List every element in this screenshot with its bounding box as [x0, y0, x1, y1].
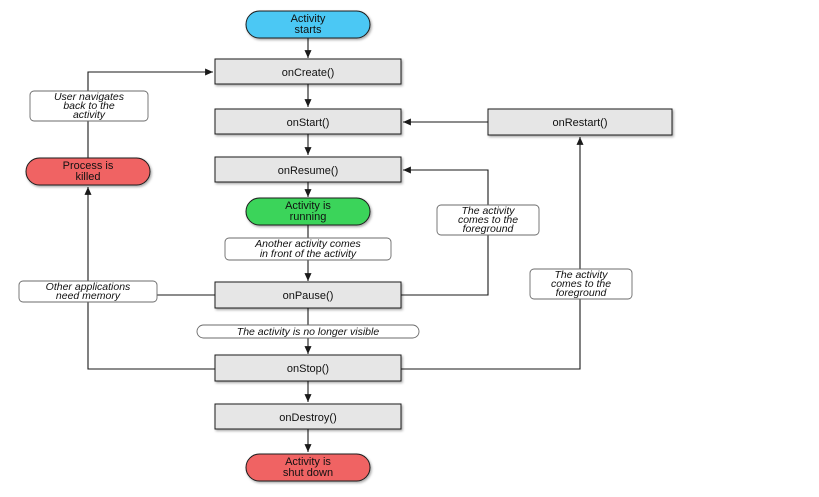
onrestart-box: onRestart(): [487, 108, 673, 136]
activity-starts-node: Activity starts: [245, 10, 371, 39]
arrow-onstop-to-onrestart: [401, 137, 584, 370]
note-foreground-2-line-1: The activity: [554, 269, 608, 281]
note-other-apps-need-memory: Other applications need memory: [18, 280, 158, 303]
note-foreground-1-line-2: comes to the: [458, 214, 518, 226]
onstart-box: onStart(): [214, 108, 402, 135]
note-user-navigates-back-line-1: User navigates: [54, 91, 125, 103]
onstop-box: onStop(): [214, 354, 402, 382]
activity-starts-line-1: Activity: [291, 13, 326, 25]
arrow-killed-to-oncreate: [87, 68, 213, 158]
note-another-activity-line-1: Another activity comes: [254, 238, 361, 250]
note-another-activity-in-front: Another activity comes in front of the a…: [224, 237, 392, 261]
activity-shut-down-node: Activity is shut down: [245, 453, 371, 482]
note-foreground-2-line-2: comes to the: [551, 278, 611, 290]
activity-running-line-1: Activity is: [285, 200, 331, 212]
oncreate-label: onCreate(): [282, 67, 335, 79]
onresume-box: onResume(): [214, 156, 402, 183]
onpause-box: onPause(): [214, 281, 402, 309]
activity-running-node: Activity is running: [245, 197, 371, 226]
note-foreground-1-line-1: The activity: [461, 205, 515, 217]
process-killed-line-2: killed: [75, 171, 100, 183]
connectors: [84, 37, 584, 452]
line-onstop-to-killed: [87, 295, 215, 370]
activity-shut-down-line-2: shut down: [283, 467, 333, 479]
note-user-navigates-back-line-3: activity: [73, 109, 106, 121]
oncreate-box: onCreate(): [214, 58, 402, 85]
activity-starts-line-2: starts: [295, 24, 322, 36]
note-no-longer-visible: The activity is no longer visible: [196, 324, 420, 339]
note-another-activity-line-2: in front of the activity: [260, 248, 357, 260]
note-comes-to-foreground-2: The activity comes to the foreground: [529, 268, 633, 300]
note-user-navigates-back-line-2: back to the: [63, 100, 115, 112]
process-killed-node: Process is killed: [25, 157, 151, 186]
activity-shut-down-line-1: Activity is: [285, 456, 331, 468]
note-comes-to-foreground-1: The activity comes to the foreground: [436, 204, 540, 236]
onresume-label: onResume(): [278, 165, 339, 177]
activity-running-line-2: running: [290, 211, 327, 223]
ondestroy-box: onDestroy(): [214, 403, 402, 430]
ondestroy-label: onDestroy(): [279, 412, 336, 424]
onrestart-label: onRestart(): [552, 117, 607, 129]
onstart-label: onStart(): [287, 117, 330, 129]
onpause-label: onPause(): [283, 290, 334, 302]
note-foreground-2-line-3: foreground: [556, 287, 608, 299]
note-no-longer-visible-text: The activity is no longer visible: [237, 326, 380, 338]
note-other-apps-line-2: need memory: [56, 290, 121, 302]
onstop-label: onStop(): [287, 363, 329, 375]
note-other-apps-line-1: Other applications: [46, 281, 131, 293]
process-killed-line-1: Process is: [63, 160, 114, 172]
note-user-navigates-back: User navigates back to the activity: [29, 90, 149, 122]
arrow-onpause-to-killed: [84, 187, 215, 296]
note-foreground-1-line-3: foreground: [463, 223, 515, 235]
